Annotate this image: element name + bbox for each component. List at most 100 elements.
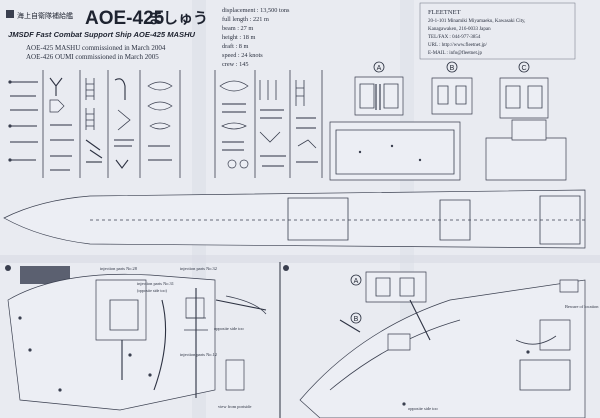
callout-injection-12: injection parts No.12 <box>180 352 217 357</box>
callout-dot <box>148 373 152 377</box>
bow-fixture-part <box>539 319 571 351</box>
fret-a-cutout <box>359 83 399 109</box>
funnel-part <box>225 359 245 391</box>
callout-dot <box>526 350 530 354</box>
maker-box <box>419 2 576 60</box>
ring-part <box>239 159 249 169</box>
rail-part <box>260 109 284 119</box>
callout-injection-32: injection parts No.32 <box>180 266 217 271</box>
parts-column-8 <box>295 80 318 163</box>
rail-part <box>296 117 316 129</box>
part-number-dot <box>8 80 12 84</box>
fret-a-assembly-cutout <box>375 277 415 297</box>
maker-telephone: TEL/FAX : 044-977-3854 <box>428 35 481 40</box>
fret-c-panel <box>499 77 549 119</box>
part-b-marker <box>350 312 362 324</box>
model-name-kana: ましゅう <box>148 10 208 27</box>
fret-a: A <box>354 61 404 116</box>
callout-dot <box>402 402 406 406</box>
fitting-part <box>297 139 317 149</box>
davit-part <box>114 78 126 100</box>
fret-c: C <box>499 61 549 119</box>
spec-draft: draft : 8 m <box>222 43 249 50</box>
maker-info: FLEETNET 20-1-101 Minamiki Miyamaeku, Ka… <box>419 2 576 60</box>
commission-line-2: AOE-426 OUMI commissioned in March 2005 <box>26 53 159 61</box>
ship-specifications: displacement : 13,500 tons full length :… <box>222 7 290 68</box>
fret-a-assembly <box>365 271 427 303</box>
deck-hole <box>358 150 362 154</box>
bow-fixture-arrow <box>515 335 557 345</box>
part-number-dot <box>8 158 12 162</box>
boat-part <box>149 122 171 130</box>
model-number: AOE-425 <box>85 8 165 29</box>
hull-deck-outline <box>439 199 471 241</box>
launch-part <box>219 80 249 92</box>
davit-part <box>117 109 131 131</box>
fret-a-strut <box>375 84 381 110</box>
strut-part <box>85 139 103 159</box>
ring-part <box>227 159 237 169</box>
parts-grid <box>8 70 323 178</box>
assembly-step-1: injection parts No.28 injection parts No… <box>5 262 281 418</box>
fret-a-marker <box>373 61 385 73</box>
boat-part <box>147 81 173 91</box>
launch-part <box>221 122 247 130</box>
fret-a-panel <box>354 76 404 116</box>
parts-column-5 <box>147 81 173 161</box>
parts-column-4 <box>114 78 134 169</box>
rail-part <box>222 141 244 151</box>
crane-cable <box>225 295 267 315</box>
ladder-part <box>295 80 305 106</box>
fret-b-cutout <box>437 85 467 105</box>
callout-opposite-side-1: (opposite side too) <box>137 288 167 293</box>
fitting-part <box>115 159 129 169</box>
title-block: 海上自衛隊補給艦 AOE-425 ましゅう JMSDF Fast Combat … <box>6 8 208 61</box>
parts-column-2 <box>49 77 74 171</box>
spec-crew: crew : 145 <box>222 61 249 68</box>
ladder-part <box>85 108 95 130</box>
bow-hull-isometric <box>299 279 586 418</box>
spec-length: full length : 221 m <box>222 16 269 23</box>
step-number-dot <box>283 265 289 271</box>
leader-line <box>339 299 431 341</box>
fret-c-cutout <box>505 85 543 109</box>
jp-ship-class: 海上自衛隊補給艦 <box>17 11 73 20</box>
maker-address-2: Kanagawaken, 216-0033 Japan <box>428 27 491 32</box>
part-b-label: B <box>354 316 359 323</box>
deck-hole <box>390 144 394 148</box>
part-number-dot <box>8 124 12 128</box>
deck-hole <box>418 158 422 162</box>
mast-base <box>185 297 205 319</box>
callout-dot <box>58 388 62 392</box>
bow-detail-part <box>559 279 579 293</box>
callout-dot <box>128 353 132 357</box>
fret-b-marker <box>446 61 458 73</box>
post-part <box>259 80 277 100</box>
bridge-block <box>109 299 139 331</box>
callout-dot <box>18 316 22 320</box>
rail-part <box>114 139 134 147</box>
callout-dot <box>28 348 32 352</box>
parts-column-1 <box>8 80 38 162</box>
maker-email: E-MAIL : info@fleetnet.jp <box>428 51 482 56</box>
maker-website: URL : http://www.fleetnet.jp/ <box>428 43 488 48</box>
spec-displacement: displacement : 13,500 tons <box>222 7 290 14</box>
callout-opposite-side-2: opposite side too <box>214 326 245 331</box>
rail-part <box>260 155 286 167</box>
callout-injection-28: injection parts No.28 <box>100 266 138 271</box>
spec-beam: beam : 27 m <box>222 25 253 32</box>
parts-column-3 <box>85 78 103 163</box>
assembly-step-2: A B Beware of location opposite side too <box>283 265 599 418</box>
mast-yard <box>184 317 208 331</box>
fret-b: B <box>431 61 473 115</box>
fret-c-marker <box>518 61 530 73</box>
fret-b-label: B <box>450 65 455 72</box>
parts-column-7 <box>259 80 286 167</box>
fret-a-label: A <box>377 65 382 72</box>
callout-beware-location: Beware of location <box>565 304 599 309</box>
superstructure-block <box>95 279 147 341</box>
fret-c-label: C <box>521 65 526 72</box>
flight-deck-part <box>20 266 70 284</box>
maker-name: FLEETNET <box>428 9 461 16</box>
hull-superstructure-outline <box>287 197 349 241</box>
